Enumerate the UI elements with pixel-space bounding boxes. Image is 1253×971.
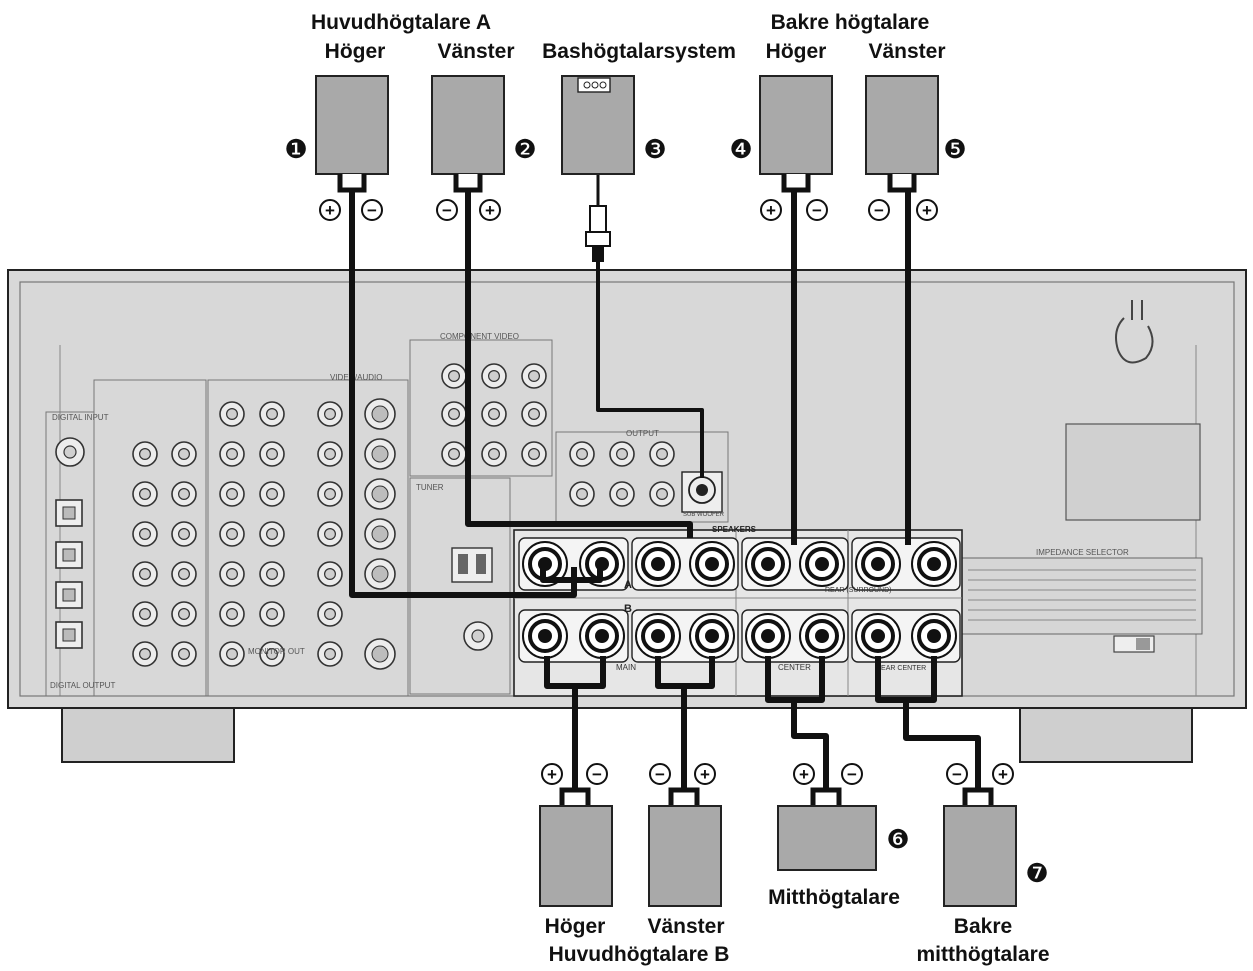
sub-woofer-label: SUB WOOFER [683, 512, 725, 518]
svg-text:+: + [547, 765, 557, 784]
svg-text:−: − [874, 201, 884, 220]
number-marker-2: ❷ [513, 135, 536, 165]
tuner-label: TUNER [416, 483, 444, 492]
main-b-left-label: Vänster [647, 915, 725, 938]
main-a-right-label: Höger [324, 40, 386, 63]
speaker-main-a-right [315, 75, 389, 193]
number-marker-4: ❹ [729, 135, 752, 165]
minus-icon: − [806, 199, 828, 221]
speaker-terminal-panel: SPEAKERS A B REAR (SURROUND) MAIN CENTER… [513, 525, 963, 697]
polarity-symbols: + − − + + − − + + − − + + − − + [319, 199, 1014, 785]
plus-icon: + [992, 763, 1014, 785]
plus-icon: + [793, 763, 815, 785]
minus-icon: − [649, 763, 671, 785]
svg-text:+: + [325, 201, 335, 220]
speaker-rear-center [943, 787, 1017, 907]
minus-icon: − [586, 763, 608, 785]
rear-center-label-1: Bakre [953, 915, 1013, 938]
impedance-selector-label: IMPEDANCE SELECTOR [1036, 548, 1129, 557]
speaker-center [777, 787, 877, 871]
number-marker-5: ❺ [943, 135, 966, 165]
svg-text:+: + [799, 765, 809, 784]
minus-icon: − [946, 763, 968, 785]
center-speaker-label: Mitthögtalare [768, 886, 900, 909]
main-a-left-label: Vänster [437, 40, 515, 63]
component-video-label: COMPONENT VIDEO [440, 332, 519, 341]
svg-text:+: + [485, 201, 495, 220]
svg-text:−: − [442, 201, 452, 220]
number-marker-1: ❶ [284, 135, 307, 165]
rca-plug-icon [585, 172, 611, 262]
number-marker-7: ❼ [1025, 859, 1048, 889]
digital-section: DIGITAL INPUT DIGITAL OUTPUT [45, 411, 115, 697]
number-markers: ❶ ❷ ❸ ❹ ❺ ❻ ❼ [284, 135, 1048, 889]
plus-icon: + [479, 199, 501, 221]
group-b-label: B [624, 603, 632, 615]
audio-inputs: VIDEO/AUDIO MONITOR OUT [93, 373, 409, 697]
tuner-section: TUNER [409, 477, 511, 695]
subwoofer-label: Bashögtalarsystem [542, 40, 736, 63]
svg-text:+: + [766, 201, 776, 220]
rear-left-label: Vänster [868, 40, 946, 63]
plus-icon: + [541, 763, 563, 785]
svg-text:−: − [812, 201, 822, 220]
number-marker-3: ❸ [643, 135, 666, 165]
speaker-rear-right [759, 75, 833, 193]
rear-right-label: Höger [765, 40, 827, 63]
svg-text:+: + [700, 765, 710, 784]
rear-center-label: REAR CENTER [876, 665, 926, 672]
svg-text:−: − [847, 765, 857, 784]
plus-icon: + [319, 199, 341, 221]
svg-text:−: − [367, 201, 377, 220]
minus-icon: − [361, 199, 383, 221]
rear-surround-label: REAR (SURROUND) [825, 587, 892, 594]
svg-text:−: − [952, 765, 962, 784]
speakers-label: SPEAKERS [712, 525, 757, 534]
minus-icon: − [868, 199, 890, 221]
main-b-title: Huvudhögtalare B [548, 943, 730, 966]
rear-title: Bakre högtalare [770, 11, 930, 34]
output-label: OUTPUT [626, 429, 659, 438]
main-b-right-label: Höger [544, 915, 606, 938]
rca-jack-grid [132, 398, 396, 670]
speaker-main-b-left [648, 787, 722, 907]
subwoofer-speaker [561, 75, 635, 175]
digital-input-label: DIGITAL INPUT [52, 413, 109, 422]
monitor-out-label: MONITOR OUT [248, 647, 305, 656]
svg-text:−: − [592, 765, 602, 784]
number-marker-6: ❻ [886, 825, 909, 855]
speaker-wires [349, 190, 981, 790]
speaker-rear-left [865, 75, 939, 193]
plus-icon: + [694, 763, 716, 785]
center-label: CENTER [778, 663, 811, 672]
digital-output-label: DIGITAL OUTPUT [50, 681, 115, 690]
svg-text:+: + [922, 201, 932, 220]
rear-center-label-2: mitthögtalare [916, 943, 1050, 966]
svg-text:−: − [655, 765, 665, 784]
minus-icon: − [841, 763, 863, 785]
speaker-main-a-left [431, 75, 505, 193]
main-a-title: Huvudhögtalare A [310, 11, 492, 34]
main-label: MAIN [616, 663, 636, 672]
svg-text:+: + [998, 765, 1008, 784]
speaker-terminals [518, 537, 961, 663]
speaker-main-b-right [539, 787, 613, 907]
video-audio-label: VIDEO/AUDIO [330, 373, 382, 382]
minus-icon: − [436, 199, 458, 221]
group-a-label: A [624, 579, 632, 591]
plus-icon: + [760, 199, 782, 221]
plus-icon: + [916, 199, 938, 221]
